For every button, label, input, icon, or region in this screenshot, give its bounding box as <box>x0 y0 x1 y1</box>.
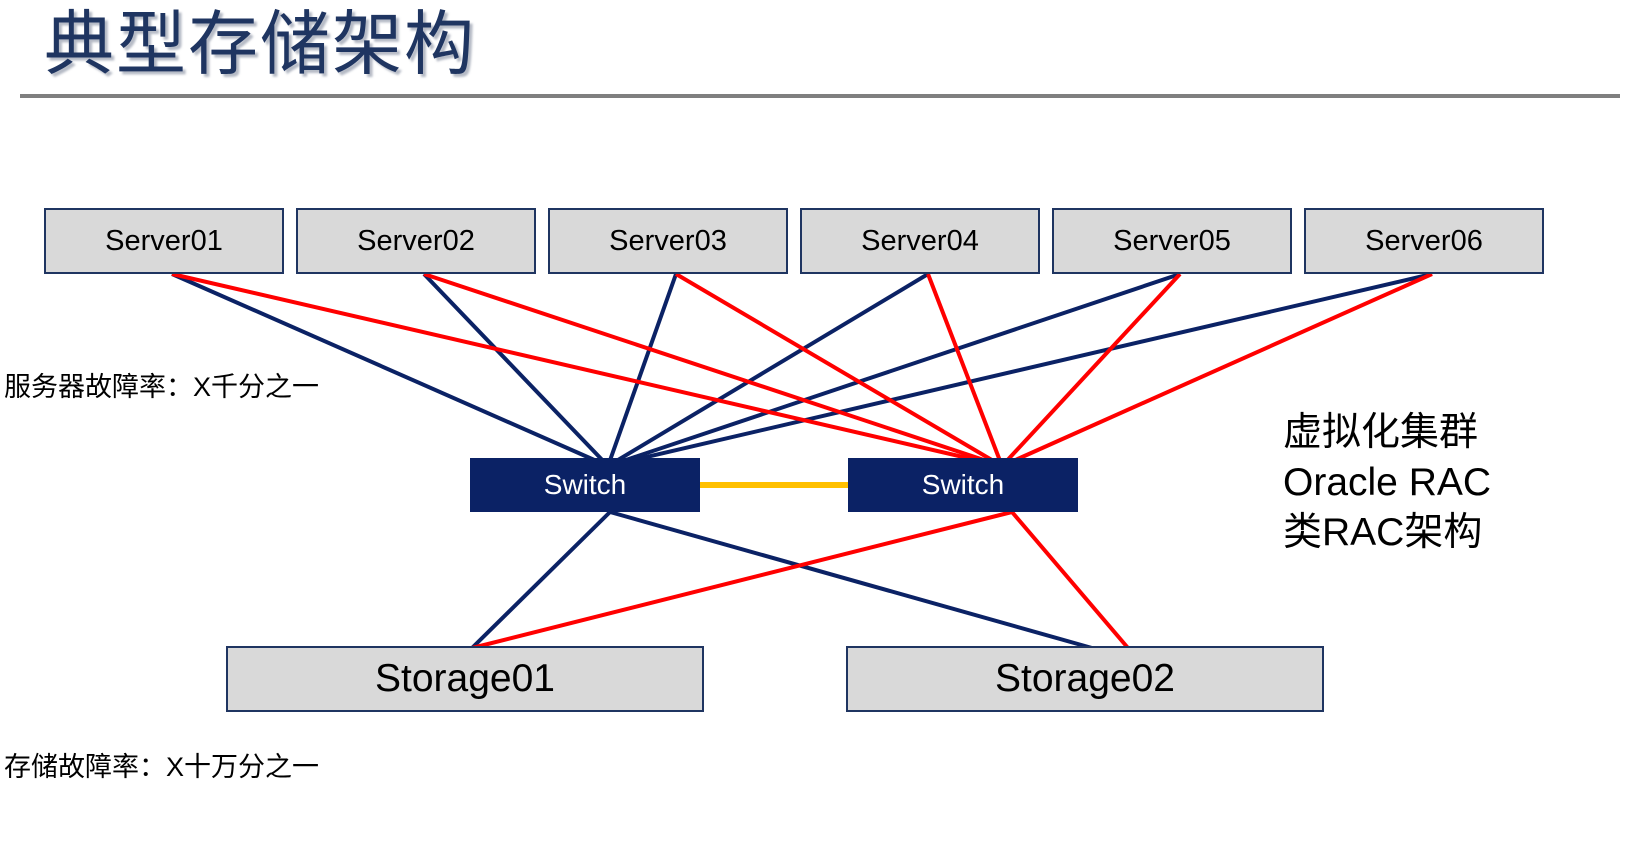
link-server2-switch2 <box>423 272 1003 468</box>
storage-node-1[interactable]: Storage01 <box>226 646 704 712</box>
link-switch2-storage2 <box>1010 510 1130 650</box>
cluster-note-line: 虚拟化集群 <box>1283 411 1479 454</box>
link-server5-switch2 <box>1000 272 1182 468</box>
link-switch1-storage2 <box>609 510 1093 650</box>
cluster-note-label: 虚拟化集群 Oracle RAC 类RAC架构 <box>1283 408 1491 558</box>
server-node-1[interactable]: Server01 <box>44 208 284 274</box>
link-server2-switch1 <box>422 272 610 468</box>
link-switch2-storage1 <box>471 510 1013 650</box>
link-server3-switch2 <box>674 272 1004 468</box>
server-failure-rate-label: 服务器故障率：X千分之一 <box>4 372 320 402</box>
link-switch1-storage1 <box>470 510 612 650</box>
link-server4-switch2 <box>926 273 1004 467</box>
server-node-3[interactable]: Server03 <box>548 208 788 274</box>
link-server5-switch1 <box>607 272 1181 468</box>
server-node-5[interactable]: Server05 <box>1052 208 1292 274</box>
server-node-6[interactable]: Server06 <box>1304 208 1544 274</box>
title-divider <box>20 94 1620 98</box>
cluster-note-line: Oracle RAC <box>1283 461 1492 504</box>
switch-node-2[interactable]: Switch <box>848 458 1078 512</box>
cluster-note-line: 类RAC架构 <box>1283 511 1483 554</box>
link-server3-switch1 <box>606 273 678 467</box>
server-node-4[interactable]: Server04 <box>800 208 1040 274</box>
storage-node-2[interactable]: Storage02 <box>846 646 1324 712</box>
switch-node-1[interactable]: Switch <box>470 458 700 512</box>
page-title: 典型存储架构 <box>44 5 476 83</box>
link-server4-switch1 <box>606 272 930 468</box>
server-node-2[interactable]: Server02 <box>296 208 536 274</box>
storage-failure-rate-label: 存储故障率：X十万分之一 <box>4 752 320 782</box>
